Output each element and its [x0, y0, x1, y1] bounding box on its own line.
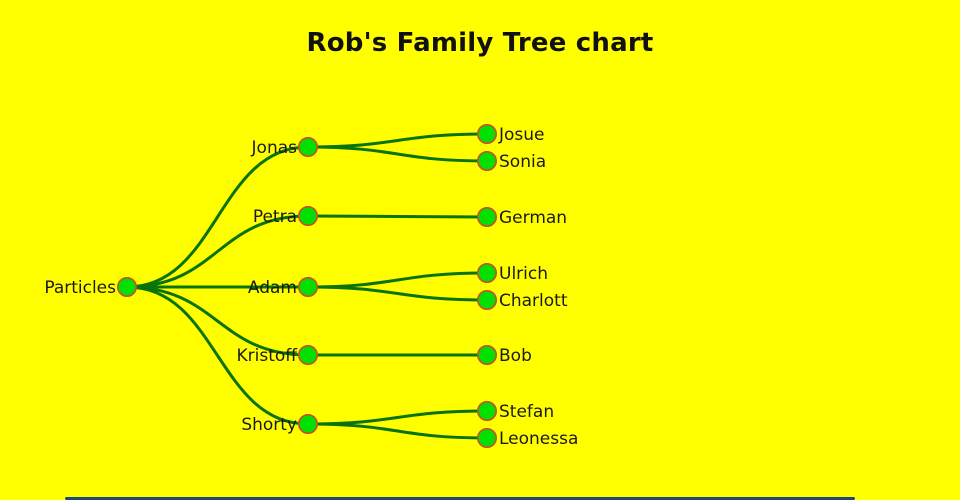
- label-leonessa: Leonessa: [499, 429, 578, 449]
- label-petra: Petra: [253, 207, 297, 227]
- node-ulrich[interactable]: [476, 262, 497, 283]
- label-jonas: Jonas: [251, 138, 298, 158]
- edge-particles-shorty: [125, 285, 310, 426]
- chart-title: Rob's Family Tree chart: [306, 28, 654, 58]
- horizontal-scrollbar[interactable]: [65, 497, 855, 500]
- edge-petra-german: [306, 214, 489, 219]
- node-bob[interactable]: [476, 344, 497, 365]
- node-kristoff[interactable]: [297, 344, 318, 365]
- node-petra[interactable]: [297, 206, 318, 227]
- label-adam: Adam: [248, 278, 297, 298]
- edge-adam-ulrich: [306, 271, 489, 289]
- node-stefan[interactable]: [476, 400, 497, 421]
- edge-shorty-leonessa: [306, 422, 489, 440]
- node-shorty[interactable]: [297, 413, 318, 434]
- label-sonia: Sonia: [499, 152, 546, 172]
- label-ulrich: Ulrich: [499, 264, 548, 284]
- label-bob: Bob: [499, 346, 532, 366]
- label-stefan: Stefan: [499, 402, 554, 422]
- label-kristoff: Kristoff: [237, 346, 299, 366]
- edge-adam-charlott: [306, 285, 489, 302]
- node-leonessa[interactable]: [476, 427, 497, 448]
- node-adam[interactable]: [297, 276, 318, 297]
- node-sonia[interactable]: [476, 151, 497, 172]
- edge-jonas-josue: [306, 132, 489, 149]
- edge-particles-kristoff: [125, 285, 310, 357]
- label-josue: Josue: [498, 125, 545, 145]
- edge-jonas-sonia: [306, 145, 489, 163]
- label-shorty: Shorty: [241, 415, 297, 435]
- node-jonas[interactable]: [297, 137, 318, 158]
- edge-particles-jonas: [125, 145, 310, 289]
- label-particles: Particles: [44, 278, 116, 298]
- label-german: German: [499, 208, 567, 228]
- node-german[interactable]: [476, 207, 497, 228]
- edge-shorty-stefan: [306, 409, 489, 426]
- edge-particles-petra: [125, 214, 310, 289]
- label-charlott: Charlott: [499, 291, 568, 311]
- node-charlott[interactable]: [476, 289, 497, 310]
- node-josue[interactable]: [476, 124, 497, 145]
- node-particles[interactable]: [117, 276, 138, 297]
